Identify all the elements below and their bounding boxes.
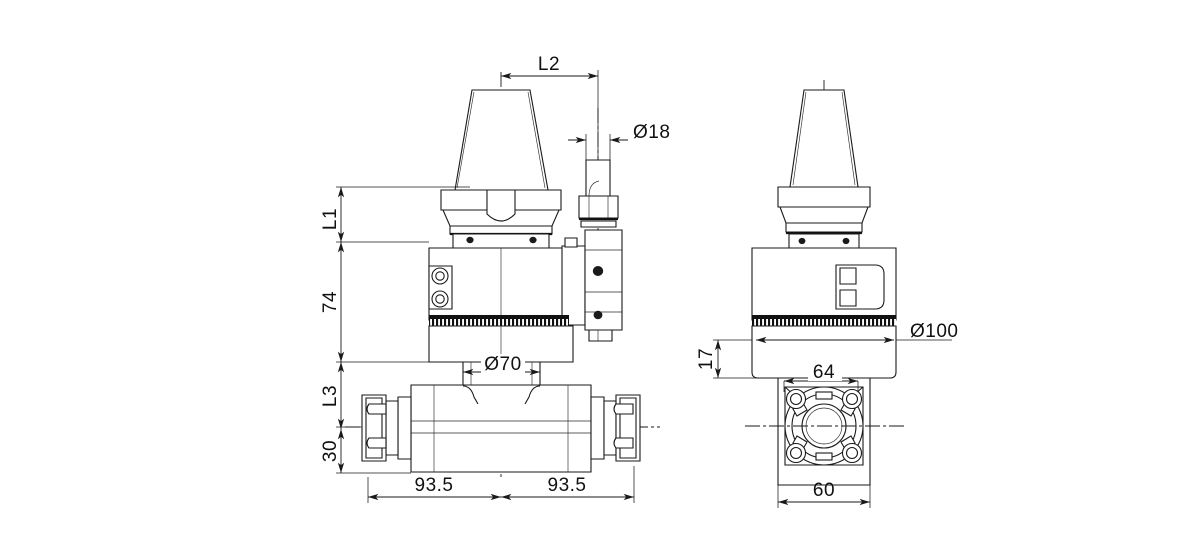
flange-slot-bottom <box>815 452 833 461</box>
side-knurl-top <box>752 315 896 319</box>
dim-label-17: 17 <box>696 348 717 370</box>
screw-head-left <box>466 236 474 244</box>
left-nut-slot-upper <box>366 403 387 415</box>
side-view-group: Ø100 17 64 60 <box>696 80 958 508</box>
screw-boss-lower-inner <box>435 294 445 304</box>
flange-ring-lower <box>449 225 553 235</box>
left-nut-slot-lower <box>366 437 387 449</box>
body-right-boss <box>561 245 586 326</box>
side-screw-left <box>798 237 806 245</box>
fillet-right <box>524 385 541 405</box>
dim-label-64: 64 <box>813 362 835 383</box>
side-bottom-flange <box>745 377 905 486</box>
stop-block-body <box>584 229 623 331</box>
taper-inner-right <box>527 91 546 189</box>
bolt-hole-bl-inner <box>789 446 803 460</box>
stop-stem-chamfer <box>588 180 600 197</box>
stop-bottom-tab <box>588 329 613 342</box>
dim-label-93-5-left: 93.5 <box>415 475 454 496</box>
stop-collar <box>578 195 619 219</box>
right-nut-slot-upper <box>613 403 634 415</box>
dim-label-L2: L2 <box>538 54 560 75</box>
stop-pin-lower <box>593 310 603 320</box>
side-knurl-texture <box>752 318 896 326</box>
side-taper-flange <box>777 186 871 253</box>
flange-slot-top <box>815 391 833 400</box>
dim-label-64-backing <box>808 362 842 381</box>
left-shoulder <box>397 396 412 460</box>
left-view-dimensions: L1 74 L3 30 93.5 93.5 L2 Ø18 <box>320 54 670 501</box>
side-flange-upper <box>777 186 871 208</box>
screw-head-right <box>529 236 537 244</box>
dim-label-dia18: Ø18 <box>633 122 670 143</box>
dim-label-30: 30 <box>320 440 341 462</box>
side-pocket-upper <box>839 267 857 285</box>
collet-body-rect <box>410 384 592 473</box>
side-taper-inner-right <box>841 91 856 186</box>
main-body-block <box>428 237 586 363</box>
bolt-hole-tr-inner <box>845 392 859 406</box>
knurled-band-top <box>429 315 569 319</box>
dim-label-dia100: Ø100 <box>910 321 958 342</box>
bolt-hole-tl-inner <box>789 392 803 406</box>
side-main-body <box>751 247 897 379</box>
dim-label-L1: L1 <box>320 208 341 230</box>
taper-flange <box>440 189 562 254</box>
collet-housing <box>345 384 660 473</box>
side-flange-lower <box>785 222 863 233</box>
bolt-hole-br-inner <box>845 446 859 460</box>
left-shoulder-step <box>385 400 399 456</box>
dim-label-60: 60 <box>813 480 835 501</box>
stop-washer <box>580 220 617 228</box>
body-top-nub <box>564 237 578 248</box>
side-taper-inner-left <box>792 91 807 186</box>
side-view-dimensions: Ø100 17 64 60 <box>696 321 958 506</box>
dim-label-74: 74 <box>320 291 341 313</box>
flange-v-notch <box>486 189 516 222</box>
fillet-left <box>462 385 479 405</box>
taper-inner-left <box>456 91 475 189</box>
dim-label-dia70: Ø70 <box>484 354 521 375</box>
knurled-band-texture <box>429 318 569 326</box>
stop-pin-upper <box>592 266 604 276</box>
right-shoulder <box>590 396 605 460</box>
front-view-group: L1 74 L3 30 93.5 93.5 L2 Ø18 <box>320 54 670 503</box>
right-nut-slot-lower <box>613 437 634 449</box>
side-flange-taper <box>779 206 869 224</box>
drive-stop-assembly <box>578 108 623 342</box>
side-taper-shank <box>789 89 859 188</box>
screw-boss-upper-inner <box>435 271 445 281</box>
side-pocket-lower <box>839 289 857 307</box>
dim-label-dia70-backing <box>481 354 525 373</box>
dim-label-L3: L3 <box>320 385 341 407</box>
side-screw-right <box>842 237 850 245</box>
dim-label-93-5-right: 93.5 <box>548 475 587 496</box>
